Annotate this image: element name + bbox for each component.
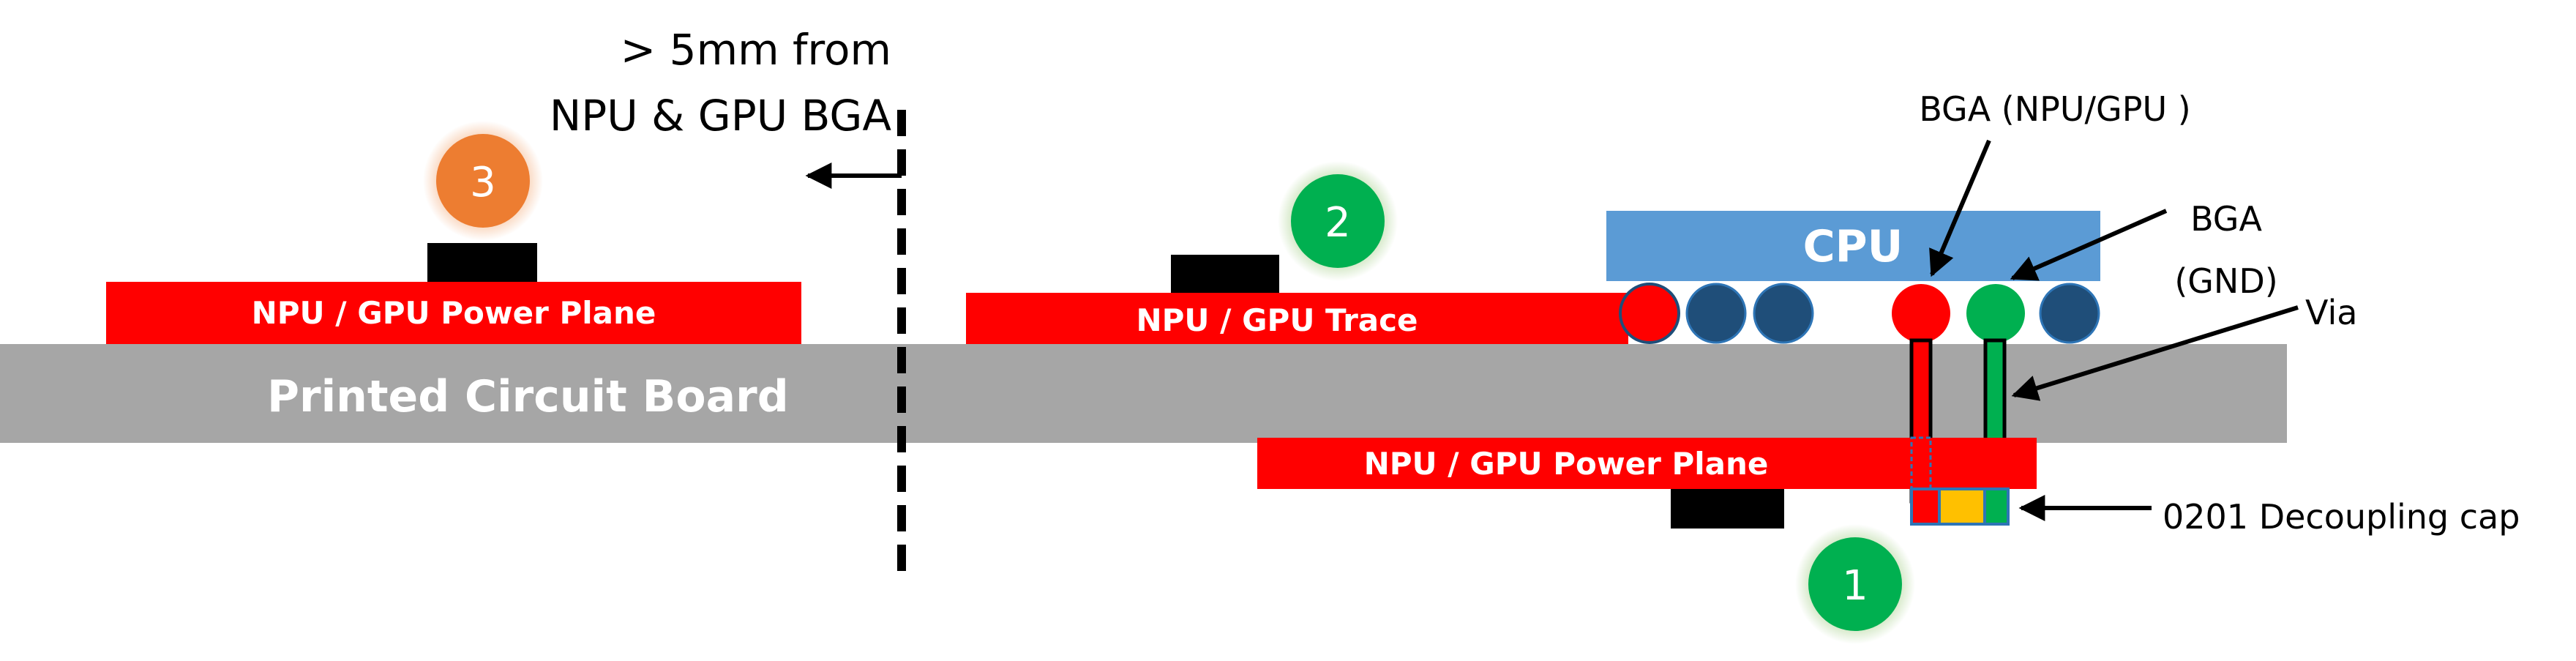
decoupling-cap-pad-power (1910, 488, 1941, 526)
distance-label-line1: > 5mm from (621, 25, 891, 75)
via-label: Via (2305, 293, 2357, 332)
bga-ball (2039, 283, 2100, 344)
cpu-label: CPU (1803, 221, 1903, 272)
left-component (427, 243, 537, 282)
bottom-component (1671, 489, 1784, 529)
decoupling-cap-body (1938, 488, 1986, 526)
middle-component (1171, 255, 1279, 293)
bga-ball (1753, 283, 1814, 344)
bottom-power-plane-label: NPU / GPU Power Plane (1364, 446, 1769, 482)
marker-3 (436, 134, 530, 228)
via-arrow (2011, 305, 2299, 401)
bga-gnd-arrow (2010, 209, 2168, 281)
marker-2 (1291, 174, 1385, 268)
left-power-plane-label: NPU / GPU Power Plane (252, 295, 656, 331)
marker-1-label: 1 (1842, 562, 1868, 610)
pcb-board (0, 344, 2287, 443)
marker-2-label: 2 (1325, 199, 1351, 247)
decoupling-cap-pad-gnd (1983, 488, 2010, 526)
decoupling-cap-label: 0201 Decoupling cap (2163, 497, 2520, 537)
pcb-label: Printed Circuit Board (267, 371, 789, 422)
distance-label-line2: NPU & GPU BGA (550, 91, 891, 141)
marker-1 (1808, 537, 1902, 631)
trace-label: NPU / GPU Trace (1136, 302, 1418, 338)
bga-npu-gpu-arrow (1929, 139, 1991, 277)
npu-gpu-trace (966, 293, 1628, 344)
bga-ball (1685, 283, 1747, 344)
bga-ball-power (1892, 284, 1950, 343)
bga-gnd-label-line1: BGA (2190, 199, 2262, 239)
bga-npu-gpu-label: BGA (NPU/GPU ) (1919, 89, 2190, 129)
bga-ball-power (1619, 283, 1680, 344)
left-power-plane (106, 282, 801, 344)
power-via-outline (1910, 436, 1932, 490)
bga-gnd-label-line2: (GND) (2174, 261, 2277, 301)
bottom-power-plane (1257, 438, 2037, 489)
marker-3-label: 3 (470, 159, 496, 206)
bga-ball-gnd (1966, 284, 2025, 343)
